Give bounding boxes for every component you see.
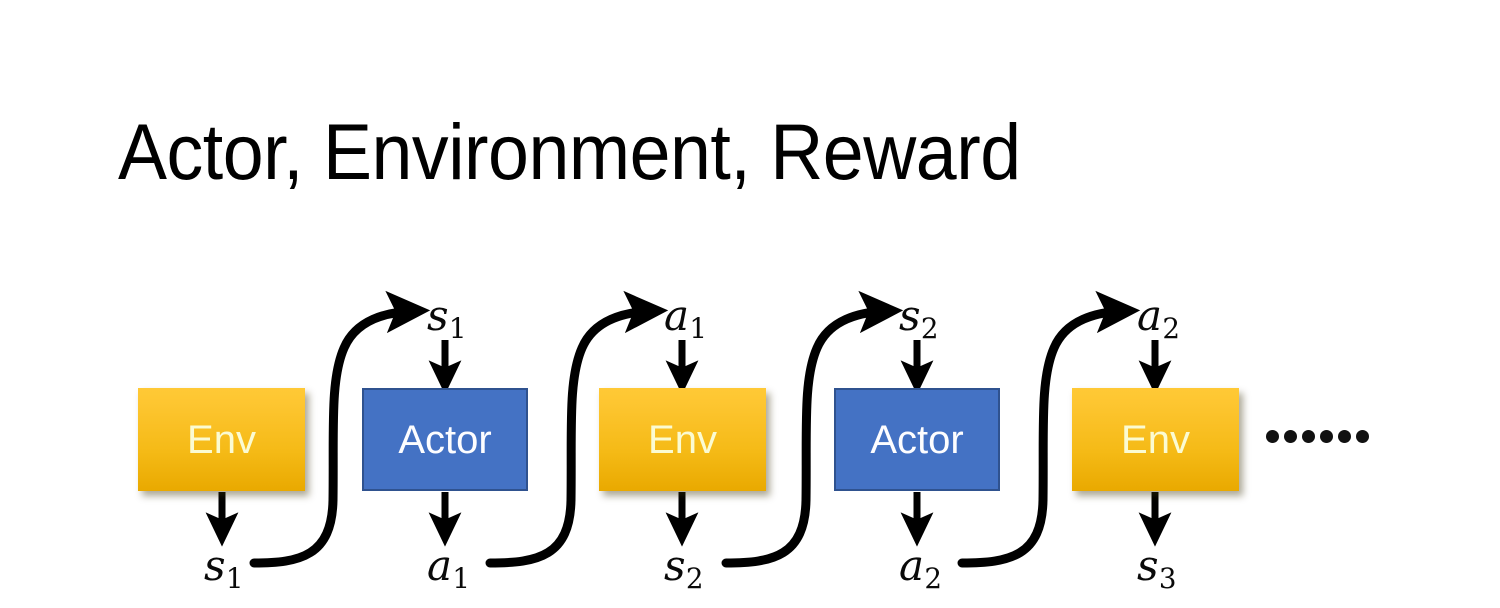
label-a1-top: a1: [664, 291, 707, 346]
label-a2-top: a2: [1137, 291, 1180, 346]
label-s3-bottom: s3: [1137, 541, 1177, 596]
ellipsis-dot: [1302, 430, 1315, 443]
node-actor-2[interactable]: Actor: [834, 388, 1000, 491]
label-s2-top: s2: [899, 291, 939, 346]
ellipsis-dot: [1284, 430, 1297, 443]
ellipsis-dot: [1266, 430, 1279, 443]
node-env-3[interactable]: Env: [1072, 388, 1239, 491]
ellipsis-dot: [1338, 430, 1351, 443]
node-actor-1[interactable]: Actor: [362, 388, 528, 491]
node-label: Actor: [870, 417, 964, 462]
ellipsis-dot: [1356, 430, 1369, 443]
label-s1-top: s1: [427, 291, 467, 346]
page-title: Actor, Environment, Reward: [118, 107, 1021, 196]
label-a1-bottom: a1: [427, 541, 470, 596]
node-env-2[interactable]: Env: [599, 388, 766, 491]
node-label: Env: [187, 417, 256, 462]
node-label: Env: [648, 417, 717, 462]
continuation-ellipsis: [1266, 430, 1369, 443]
label-s1-bottom: s1: [204, 541, 244, 596]
label-a2-bottom: a2: [899, 541, 942, 596]
node-label: Actor: [398, 417, 492, 462]
ellipsis-dot: [1320, 430, 1333, 443]
label-s2-bottom: s2: [664, 541, 704, 596]
node-env-1[interactable]: Env: [138, 388, 305, 491]
node-label: Env: [1121, 417, 1190, 462]
